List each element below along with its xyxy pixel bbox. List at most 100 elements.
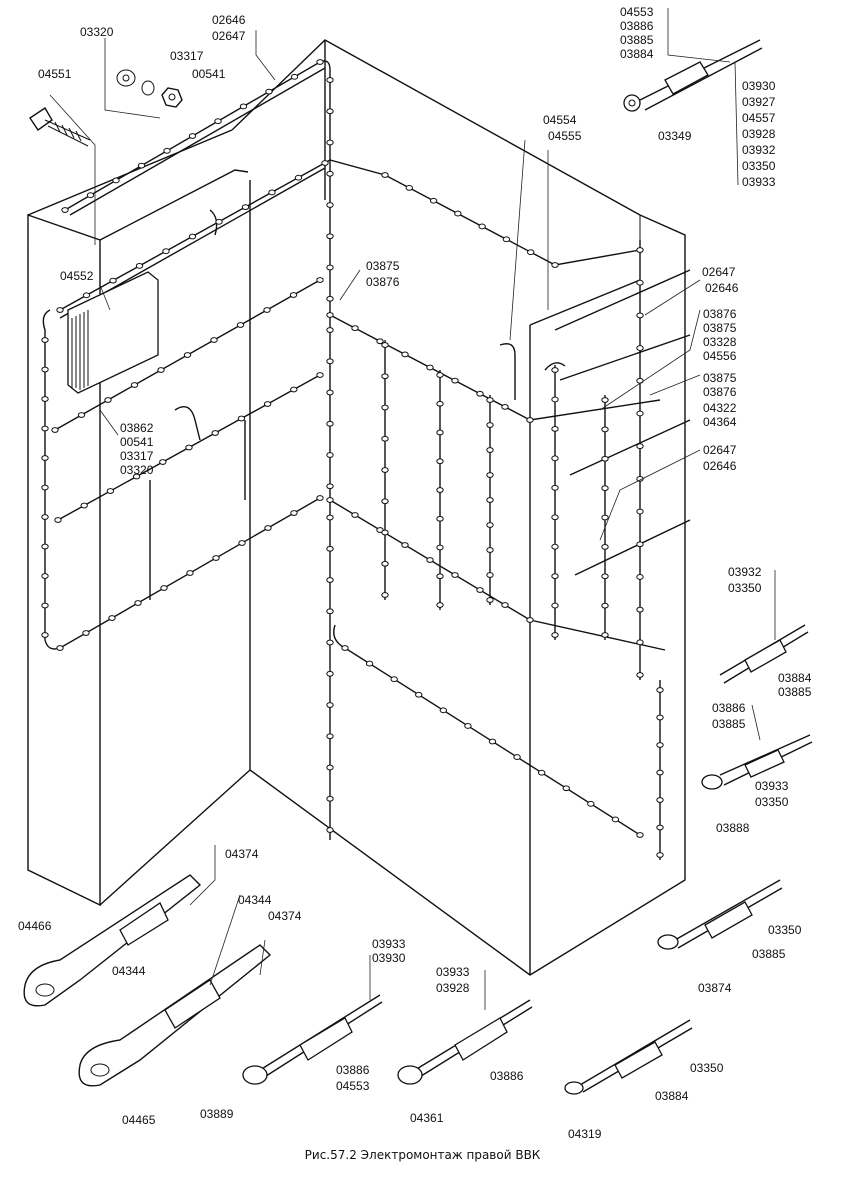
harness-clip bbox=[656, 687, 664, 693]
harness-clip bbox=[159, 459, 167, 465]
harness-clip bbox=[163, 147, 171, 154]
harness-clip bbox=[405, 184, 413, 191]
harness-clip bbox=[41, 425, 49, 432]
label-02646-r2: 02646 bbox=[703, 459, 737, 473]
harness-clip bbox=[236, 322, 245, 328]
harness-clip bbox=[265, 88, 273, 95]
harness-clip bbox=[41, 337, 49, 343]
harness-clip bbox=[351, 325, 359, 332]
harness-clip bbox=[162, 248, 170, 255]
harness-clip bbox=[210, 337, 218, 343]
label-03862: 03862 bbox=[120, 421, 154, 435]
harness-clip bbox=[551, 602, 559, 609]
harness-clip bbox=[436, 573, 444, 580]
harness-clip bbox=[290, 73, 299, 80]
harness-clip bbox=[436, 602, 444, 608]
harness-clip bbox=[130, 382, 139, 388]
harness-clip bbox=[185, 444, 193, 451]
small-lug-03874 bbox=[657, 879, 783, 950]
cable-lug-top-right bbox=[623, 39, 763, 112]
harness-clip bbox=[326, 764, 334, 771]
harness-clip bbox=[601, 632, 609, 638]
label-03328: 03328 bbox=[703, 335, 737, 349]
small-lug-04361 bbox=[397, 999, 533, 1085]
harness-clip bbox=[656, 714, 664, 721]
label-02646-r: 02646 bbox=[705, 281, 739, 295]
harness-clip bbox=[601, 602, 609, 609]
harness-clip bbox=[316, 277, 324, 283]
label-00541: 00541 bbox=[192, 67, 226, 81]
harness-clip bbox=[551, 484, 559, 491]
harness-clip bbox=[587, 800, 595, 807]
harness-clip bbox=[656, 824, 664, 831]
harness-clip bbox=[486, 522, 494, 528]
label-03932: 03932 bbox=[742, 143, 776, 157]
harness-clip bbox=[636, 345, 644, 351]
harness-clip bbox=[326, 733, 334, 740]
label-03888: 03888 bbox=[716, 821, 750, 835]
label-04319: 04319 bbox=[568, 1127, 602, 1141]
label-03885-m2: 03885 bbox=[712, 717, 746, 731]
harness-clip bbox=[326, 202, 334, 208]
label-04465: 04465 bbox=[122, 1113, 156, 1127]
harness-clip bbox=[486, 597, 494, 603]
label-03933-b1: 03933 bbox=[372, 937, 406, 951]
harness-clip bbox=[562, 785, 570, 792]
label-03350-b4: 03350 bbox=[690, 1061, 724, 1075]
harness-clip bbox=[51, 427, 59, 433]
harness-clip bbox=[636, 279, 644, 286]
harness-clip bbox=[381, 560, 389, 567]
harness-clip bbox=[454, 210, 462, 217]
label-02647-r2: 02647 bbox=[703, 443, 737, 457]
harness-clip bbox=[290, 510, 298, 516]
harness-clip bbox=[326, 608, 334, 615]
harness-clip bbox=[326, 77, 334, 83]
harness-clip bbox=[436, 458, 444, 465]
large-lug-04466 bbox=[23, 874, 202, 1007]
label-04554: 04554 bbox=[543, 113, 577, 127]
label-03320-l: 03320 bbox=[120, 463, 154, 477]
harness-clip bbox=[636, 832, 644, 838]
label-03350-b3: 03350 bbox=[768, 923, 802, 937]
harness-clip bbox=[436, 487, 444, 493]
harness-clip bbox=[212, 555, 220, 561]
cable-lug-right bbox=[701, 734, 813, 790]
harness-clip bbox=[551, 396, 559, 403]
harness-clip bbox=[636, 508, 644, 515]
harness-clip bbox=[439, 707, 448, 714]
harness-clip bbox=[656, 852, 664, 858]
harness-clip bbox=[601, 455, 609, 462]
label-03932-m: 03932 bbox=[728, 565, 762, 579]
harness-clip bbox=[82, 630, 90, 636]
harness-clip bbox=[41, 484, 49, 491]
harness-clip bbox=[551, 262, 559, 268]
label-03317-l: 03317 bbox=[120, 449, 154, 463]
harness-clip bbox=[183, 352, 192, 358]
harness-clip bbox=[381, 342, 389, 348]
harness-clip bbox=[186, 570, 194, 576]
harness-clip bbox=[160, 585, 168, 591]
harness-clip bbox=[54, 517, 62, 523]
fastener-set bbox=[29, 69, 183, 147]
harness-clip bbox=[41, 543, 49, 550]
harness-clip bbox=[501, 403, 509, 410]
harness-clip bbox=[41, 602, 49, 609]
harness-clip bbox=[326, 358, 334, 365]
harness-clip bbox=[381, 435, 389, 442]
harness-clip bbox=[381, 498, 389, 505]
harness-clip bbox=[41, 632, 49, 638]
harness-clip bbox=[656, 769, 664, 776]
label-03350-m2: 03350 bbox=[755, 795, 789, 809]
harness-clip bbox=[82, 292, 91, 299]
harness-clip bbox=[326, 639, 334, 646]
harness-clip bbox=[526, 617, 534, 623]
harness-clip bbox=[238, 540, 246, 546]
harness-clip bbox=[451, 377, 459, 384]
harness-clip bbox=[132, 473, 141, 480]
harness-clip bbox=[112, 177, 120, 184]
label-03933-b2: 03933 bbox=[436, 965, 470, 979]
harness-clip bbox=[316, 495, 324, 501]
label-03930-b1: 03930 bbox=[372, 951, 406, 965]
harness-clip bbox=[326, 139, 334, 146]
